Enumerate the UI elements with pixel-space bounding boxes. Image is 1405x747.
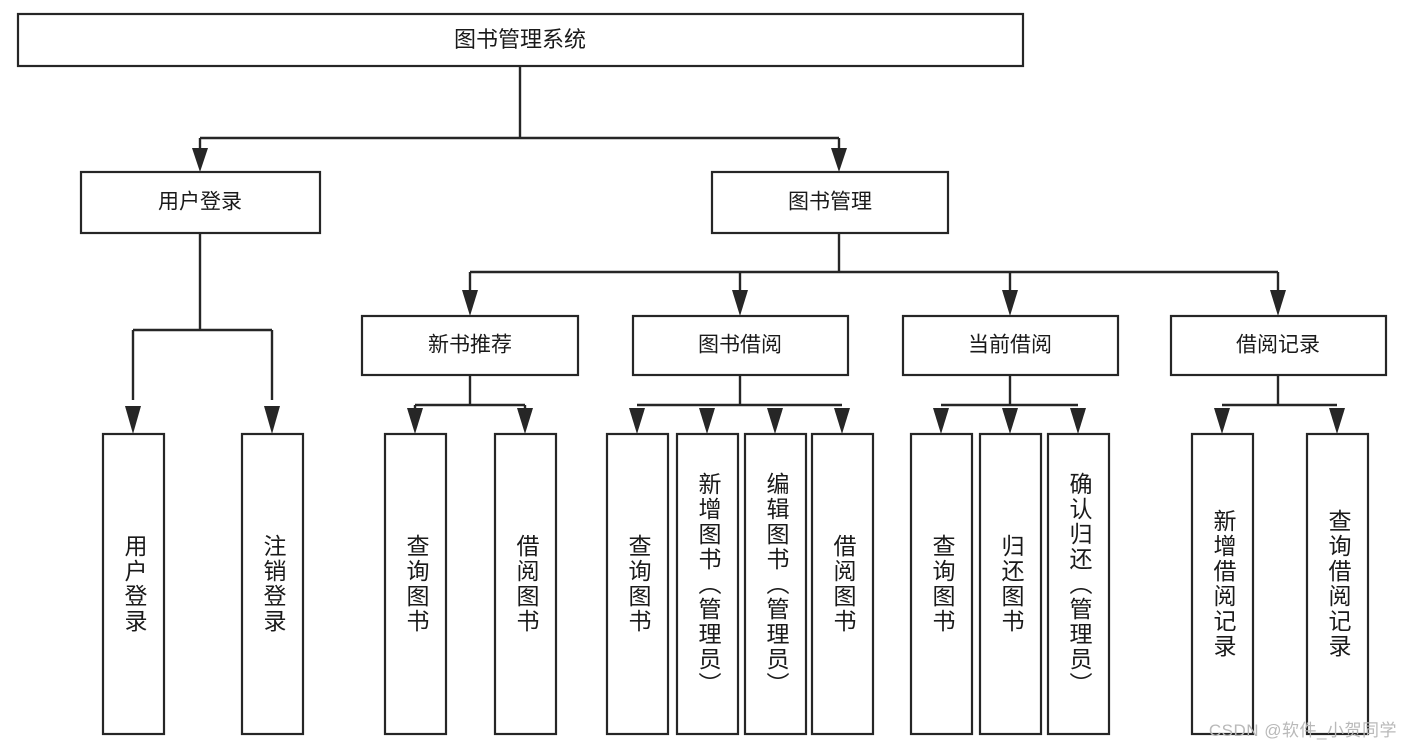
nodes-layer [16,12,1388,736]
node-leaf-edit-book[interactable] [743,432,808,736]
node-leaf-query-book-3[interactable] [909,432,974,736]
label-current-borrow: 当前借阅 [968,334,1052,357]
horizontal-labels-layer: 图书管理系统 用户登录 图书管理 新书推荐 图书借阅 当前借阅 借阅记录 [158,27,1320,357]
arrow-to-leaf-add-record [1214,408,1230,434]
arrow-to-leaf-add-book [699,408,715,434]
node-borrow-record[interactable] [1169,314,1388,377]
watermark: CSDN @软件_小贺同学 [1208,721,1397,740]
label-borrow-record: 借阅记录 [1236,334,1320,357]
label-book-manage: 图书管理 [788,191,872,214]
arrow-to-leaf-return-book [1002,408,1018,434]
node-user-login[interactable] [79,170,322,235]
node-leaf-add-record[interactable] [1190,432,1255,736]
arrow-to-leaf-query-record [1329,408,1345,434]
arrow-to-leaf-borrow-book-2 [834,408,850,434]
arrow-to-leaf-edit-book [767,408,783,434]
node-book-manage[interactable] [710,170,950,235]
arrow-to-book-borrow [732,290,748,316]
arrow-to-leaf-logout [264,406,280,434]
arrow-root-to-user-login [192,148,208,172]
node-leaf-borrow-book-1[interactable] [493,432,558,736]
arrow-to-leaf-query-book-2 [629,408,645,434]
node-root[interactable] [16,12,1025,68]
node-book-borrow[interactable] [631,314,850,377]
arrow-root-to-book-manage [831,148,847,172]
arrow-to-leaf-query-book-1 [407,408,423,434]
node-leaf-logout[interactable] [240,432,305,736]
node-leaf-query-book-1[interactable] [383,432,448,736]
arrow-to-leaf-query-book-3 [933,408,949,434]
node-leaf-confirm-return[interactable] [1046,432,1111,736]
arrow-to-new-book-rec [462,290,478,316]
connectors-layer [125,66,1345,434]
node-leaf-query-book-2[interactable] [605,432,670,736]
label-new-book-rec: 新书推荐 [428,334,512,357]
arrow-to-leaf-user-login [125,406,141,434]
node-new-book-rec[interactable] [360,314,580,377]
arrow-to-leaf-confirm-return [1070,408,1086,434]
node-leaf-query-record[interactable] [1305,432,1370,736]
node-leaf-return-book[interactable] [978,432,1043,736]
node-leaf-add-book[interactable] [675,432,740,736]
node-leaf-user-login[interactable] [101,432,166,736]
label-book-borrow: 图书借阅 [698,334,782,357]
label-user-login: 用户登录 [158,191,242,214]
node-leaf-borrow-book-2[interactable] [810,432,875,736]
arrow-to-leaf-borrow-book-1 [517,408,533,434]
arrow-to-borrow-record [1270,290,1286,316]
arrow-to-current-borrow [1002,290,1018,316]
label-root: 图书管理系统 [454,27,586,52]
node-current-borrow[interactable] [901,314,1120,377]
